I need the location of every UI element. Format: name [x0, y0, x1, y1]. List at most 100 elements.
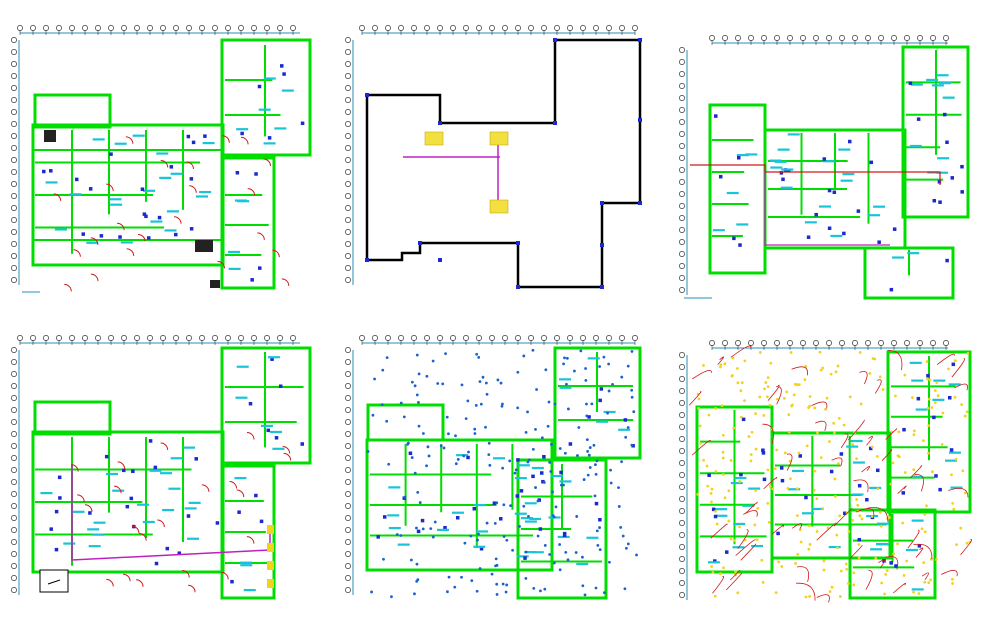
fixture-dot — [447, 432, 450, 436]
fixture-dot — [793, 382, 797, 386]
circuit-arc — [915, 547, 924, 558]
fixture-dot — [739, 389, 743, 393]
fixture-dot — [782, 396, 786, 400]
column-marker — [165, 546, 170, 551]
fixture-dot — [475, 589, 479, 593]
column-marker — [376, 535, 380, 539]
column-marker — [600, 201, 604, 205]
column-marker — [254, 493, 258, 498]
floor-plan-architectural — [11, 25, 312, 293]
fixture-dot — [786, 486, 790, 490]
fixture-dot — [630, 443, 634, 447]
circuit-arc — [786, 453, 793, 471]
column-marker — [235, 171, 240, 175]
room-label — [840, 179, 853, 182]
grid-bubble — [679, 508, 685, 514]
room-label — [69, 193, 82, 196]
door-swing — [182, 569, 190, 578]
fixture-dot — [721, 456, 725, 460]
fixture-dot — [762, 414, 766, 417]
grid-bubble — [679, 448, 685, 454]
column-marker — [732, 236, 736, 241]
fixture-dot — [917, 592, 921, 595]
room-label — [202, 141, 215, 145]
grid-bubble — [345, 551, 351, 557]
column-marker — [420, 518, 425, 523]
fixture-dot — [792, 393, 796, 397]
circuit-arc — [853, 479, 869, 493]
column-marker — [926, 373, 930, 378]
circuit-arc — [735, 539, 756, 556]
fixture-dot — [494, 564, 497, 568]
fixture-dot — [927, 581, 931, 585]
fixture-dot — [710, 487, 714, 491]
door-swing — [257, 232, 265, 240]
fixture-dot — [760, 558, 764, 562]
fixture-dot — [795, 487, 799, 491]
column-marker — [832, 190, 837, 195]
fixture-dot — [514, 468, 518, 472]
door-swing — [106, 183, 114, 192]
fixture-dot — [586, 450, 590, 453]
fixture-dot — [416, 578, 420, 582]
fixture-dot — [501, 582, 505, 586]
fixture-dot — [442, 446, 446, 450]
grid-bubble — [11, 479, 17, 485]
fixture-dot — [713, 594, 717, 598]
fixture-dot — [798, 528, 802, 532]
equipment-symbol — [210, 280, 220, 288]
room-label — [166, 210, 179, 213]
room-label — [787, 133, 800, 136]
fixture-dot — [732, 426, 736, 430]
column-marker — [54, 509, 59, 514]
fixture-dot — [838, 595, 842, 598]
grid-bubble — [679, 556, 685, 562]
column-marker — [237, 510, 241, 514]
fixture-dot — [563, 451, 567, 455]
fixture-dot — [551, 490, 554, 494]
fixture-dot — [531, 447, 535, 451]
room-label — [240, 564, 253, 567]
fixture-dot — [484, 425, 487, 429]
room-label — [745, 153, 758, 156]
room-label — [596, 420, 609, 423]
room-label — [531, 466, 544, 470]
column-marker — [827, 188, 832, 193]
column-marker — [761, 451, 766, 455]
column-marker — [638, 201, 642, 205]
fixture-dot — [933, 401, 937, 405]
fixture-dot — [608, 560, 611, 564]
circuit-arc — [692, 439, 711, 456]
fixture-dot — [923, 512, 927, 516]
circuit-arc — [849, 545, 863, 560]
fixture-dot — [828, 590, 832, 593]
grid-bubble — [345, 193, 351, 199]
fixture-dot — [711, 570, 715, 574]
column-marker — [157, 215, 162, 220]
room-label — [114, 142, 127, 145]
room-label — [272, 447, 285, 450]
fixture-dot — [626, 426, 630, 429]
column-marker — [240, 131, 244, 136]
column-marker — [541, 479, 545, 484]
grid-bubble — [679, 520, 685, 526]
fixture-dot — [929, 578, 933, 582]
room-label — [846, 445, 859, 448]
fixture-dot — [415, 526, 418, 530]
column-marker — [779, 466, 784, 470]
fixture-dot — [755, 538, 759, 542]
fixture-dot — [808, 594, 812, 598]
door-swing — [229, 481, 238, 489]
fixture-dot — [474, 404, 478, 407]
fixture-dot — [963, 491, 967, 495]
fixture-dot — [951, 502, 955, 505]
grid-bubble — [345, 109, 351, 115]
column-marker — [531, 474, 535, 479]
column-marker — [894, 564, 898, 568]
fixture-dot — [851, 443, 855, 446]
fixture-dot — [508, 459, 512, 463]
grid-bubble — [11, 503, 17, 509]
fixture-dot — [709, 492, 713, 495]
room-label — [72, 510, 85, 513]
